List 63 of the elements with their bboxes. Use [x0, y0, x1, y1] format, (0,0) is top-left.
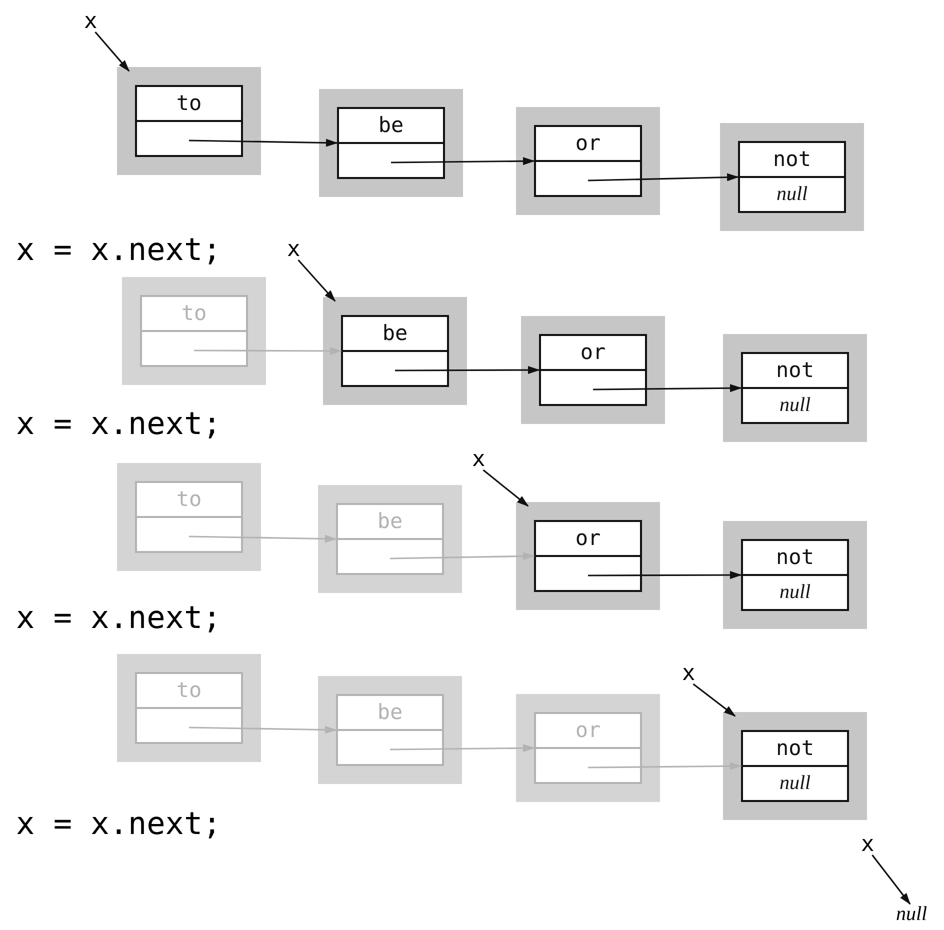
list-node — [122, 277, 266, 385]
pointer-arrow — [390, 744, 535, 752]
item-label: to — [175, 677, 203, 704]
item-label: or — [574, 130, 602, 157]
null-label: null — [779, 772, 811, 794]
null-label: null — [776, 183, 808, 205]
pointer-arrow — [391, 157, 535, 166]
pointer-variable-label: x — [682, 662, 696, 686]
item-label: to — [175, 90, 203, 117]
pointer-arrow — [194, 346, 342, 355]
pointer-arrow — [298, 259, 336, 302]
list-node — [319, 89, 463, 197]
pointer-variable-label: x — [472, 448, 486, 472]
null-label: null — [779, 581, 811, 603]
list-node — [117, 67, 261, 175]
list-node — [318, 485, 462, 593]
code-statement: x = x.next; — [16, 406, 222, 442]
list-node — [516, 694, 660, 802]
list-node — [318, 676, 462, 784]
pointer-variable-label: x — [861, 833, 874, 857]
list-node — [723, 712, 867, 820]
list-node — [516, 502, 660, 610]
pointer-arrow — [588, 762, 742, 770]
pointer-arrow — [188, 534, 337, 543]
list-node — [117, 463, 261, 571]
null-label: null — [779, 394, 811, 416]
pointer-arrow — [872, 854, 911, 905]
item-label: to — [175, 486, 203, 513]
pointer-arrow — [390, 552, 535, 560]
list-node — [516, 107, 660, 215]
item-label: be — [376, 699, 404, 726]
pointer-arrow — [482, 469, 529, 507]
item-label: be — [376, 508, 404, 535]
pointer-arrow — [188, 138, 338, 147]
pointer-arrow — [692, 683, 736, 717]
null-label: null — [896, 902, 928, 926]
code-statement: x = x.next; — [16, 232, 222, 268]
list-node — [720, 123, 864, 231]
item-label: not — [772, 146, 812, 173]
pointer-variable-label: x — [287, 238, 300, 262]
pointer-arrow — [593, 384, 742, 392]
item-label: not — [775, 357, 815, 384]
item-label: or — [574, 525, 602, 552]
list-node — [117, 654, 261, 762]
pointer-arrow — [94, 31, 130, 72]
pointer-variable-label: x — [84, 10, 98, 34]
item-label: be — [377, 112, 405, 139]
item-label: not — [775, 735, 815, 762]
pointer-arrow — [188, 726, 337, 734]
list-node — [723, 334, 867, 442]
pointer-arrow — [588, 173, 739, 182]
code-statement: x = x.next; — [16, 600, 222, 636]
list-node — [723, 521, 867, 629]
pointer-arrow — [588, 571, 742, 580]
item-label: be — [381, 320, 409, 347]
item-label: not — [775, 544, 815, 571]
code-statement: x = x.next; — [16, 806, 222, 842]
list-node — [323, 297, 467, 405]
item-label: or — [579, 339, 607, 366]
pointer-arrow — [395, 366, 540, 374]
item-label: or — [574, 717, 602, 744]
list-node — [521, 316, 665, 424]
item-label: to — [180, 300, 208, 327]
